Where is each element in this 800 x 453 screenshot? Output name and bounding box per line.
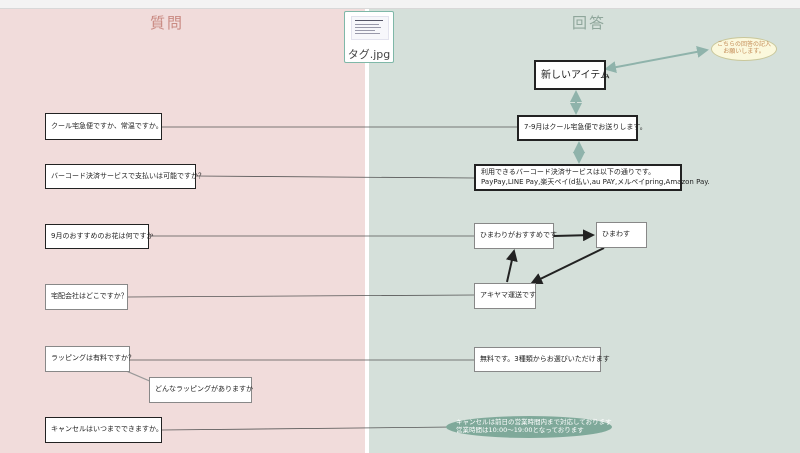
question-text: クール宅急便ですか、常温ですか。 — [51, 121, 163, 130]
image-thumbnail — [351, 16, 389, 40]
question-text: 宅配会社はどこですか？ — [51, 292, 128, 301]
answer-text-line1: 利用できるバーコード決済サービスは以下の通りです。 — [481, 168, 656, 177]
question-cancel-deadline[interactable]: キャンセルはいつまでできますか。 — [45, 417, 163, 443]
answers-header: 回答 — [572, 14, 607, 32]
answer-text: 7-9月はクール宅急便でお送りします。 — [524, 123, 647, 132]
link-q6-a6 — [161, 426, 453, 431]
question-wrapping-types[interactable]: どんなラッピングがありますか — [149, 377, 253, 403]
arrow-a3b-a4 — [530, 247, 605, 285]
link-q4-a4 — [127, 294, 475, 298]
answer-sunflower[interactable]: ひまわりがおすすめです — [474, 223, 557, 249]
answer-text-line1: キャンセルは前日の営業時間内まで対応しております — [456, 418, 612, 426]
arrow-a3-a3b — [553, 229, 595, 242]
answer-cancel-cloud[interactable]: キャンセルは前日の営業時間内まで対応しております 営業時間は10:00〜19:0… — [446, 416, 612, 438]
question-text: キャンセルはいつまでできますか。 — [51, 425, 163, 434]
answer-text: ひまわす — [602, 230, 630, 239]
question-september-flower[interactable]: 9月のおすすめのお花は何ですか — [45, 224, 153, 249]
question-barcode-payment[interactable]: バーコード決済サービスで支払いは可能ですか？ — [45, 164, 205, 189]
answer-wrapping-free[interactable]: 無料です。3種類からお選びいただけます — [474, 347, 610, 372]
note-text-line2: お願いします。 — [723, 48, 765, 56]
question-wrapping-fee[interactable]: ラッピングは有料ですか？ — [45, 346, 135, 372]
link-q5-q5b — [123, 369, 153, 383]
question-cool-delivery[interactable]: クール宅急便ですか、常温ですか。 — [45, 113, 163, 140]
image-file-card[interactable]: タグ.jpg — [344, 11, 394, 63]
questions-header: 質問 — [150, 14, 185, 32]
link-q2-a2 — [195, 175, 475, 179]
answer-text: 無料です。3種類からお選びいただけます — [480, 354, 610, 363]
question-text: どんなラッピングがありますか — [155, 385, 253, 394]
link-newitem-note — [604, 45, 709, 74]
answer-text: ひまわりがおすすめです — [480, 231, 557, 240]
window-top-bar — [0, 0, 800, 9]
question-delivery-company[interactable]: 宅配会社はどこですか？ — [45, 284, 128, 310]
arrow-a4-a3 — [505, 249, 518, 283]
answer-sunflower-short[interactable]: ひまわす — [596, 222, 647, 248]
note-text-line1: こちらの回答の記入 — [716, 41, 771, 48]
panel-divider — [365, 9, 369, 453]
question-text: 9月のおすすめのお花は何ですか — [51, 231, 154, 240]
answer-text: アキヤマ運送です — [480, 291, 536, 300]
answer-akiyama-transport[interactable]: アキヤマ運送です — [474, 283, 536, 309]
answer-text-line2: 営業時間は10:00〜19:00となっております — [456, 426, 584, 435]
answer-new-item[interactable]: 新しいアイテム — [534, 60, 610, 90]
question-text: バーコード決済サービスで支払いは可能ですか？ — [51, 171, 205, 180]
question-text: ラッピングは有料ですか？ — [51, 354, 135, 363]
answer-text: 新しいアイテム — [541, 69, 610, 81]
answer-barcode-payment[interactable]: 利用できるバーコード決済サービスは以下の通りです。 PayPay,LINE Pa… — [474, 164, 710, 191]
file-name: タグ.jpg — [347, 48, 391, 61]
answer-text-line2: PayPay,LINE Pay,楽天ペイ(d払い,au PAY,メルペイprin… — [481, 177, 710, 186]
request-note-cloud[interactable]: こちらの回答の記入 お願いします。 — [711, 37, 777, 61]
answer-cool-delivery[interactable]: 7-9月はクール宅急便でお送りします。 — [517, 115, 647, 141]
